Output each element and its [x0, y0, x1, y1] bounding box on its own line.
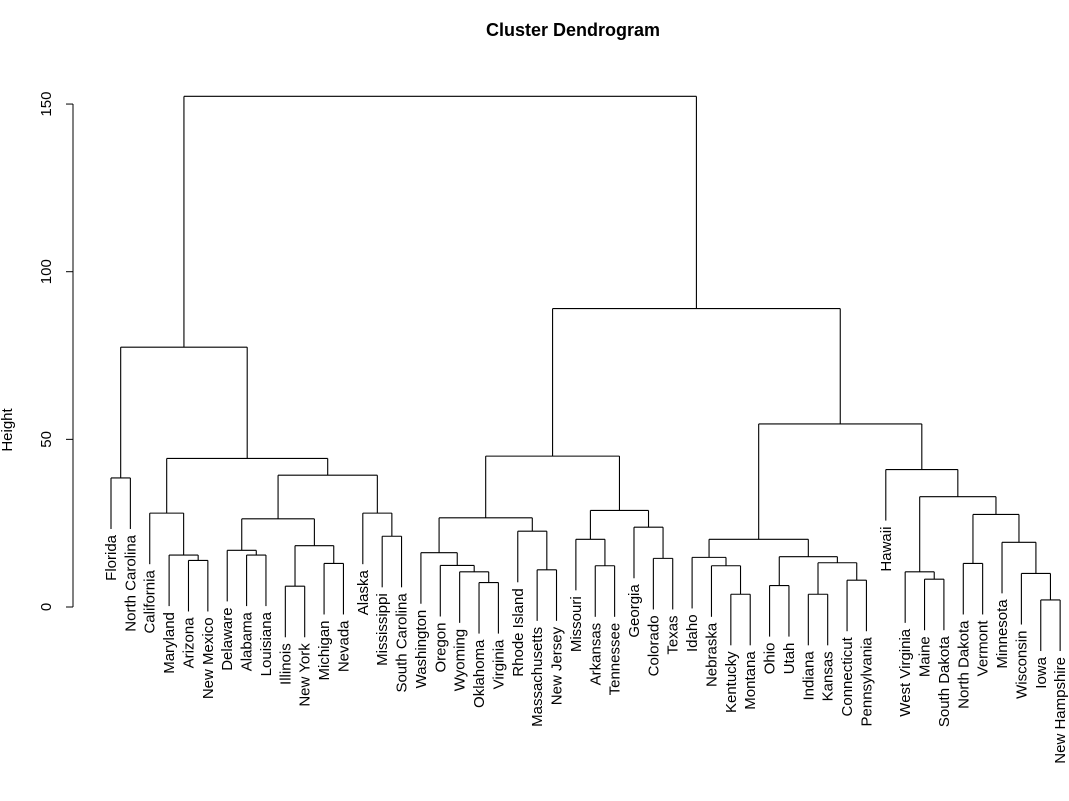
- leaf-label: Oklahoma: [471, 639, 488, 708]
- leaf-label: Virginia: [490, 639, 507, 689]
- y-tick-label: 0: [38, 603, 55, 611]
- leaf-label: North Carolina: [122, 534, 139, 631]
- leaf-label: Wisconsin: [1013, 631, 1030, 699]
- leaf-label: Nebraska: [703, 622, 720, 687]
- leaf-label: Missouri: [568, 596, 585, 652]
- chart-title: Cluster Dendrogram: [486, 20, 660, 40]
- y-tick-label: 50: [38, 431, 55, 448]
- y-axis-label: Height: [0, 407, 16, 451]
- leaf-label: Minnesota: [994, 599, 1011, 669]
- y-tick-label: 100: [38, 259, 55, 284]
- leaf-label: Idaho: [684, 614, 701, 652]
- leaf-label: South Carolina: [394, 593, 411, 693]
- leaf-label: Delaware: [219, 607, 236, 670]
- leaf-label: North Dakota: [955, 620, 972, 709]
- leaf-label: Arkansas: [587, 623, 604, 686]
- leaf-label: Maryland: [161, 612, 178, 674]
- leaf-label: Vermont: [975, 620, 992, 677]
- leaf-label: Alaska: [355, 570, 372, 616]
- leaf-label: Nevada: [335, 620, 352, 672]
- leaf-label: Rhode Island: [510, 588, 527, 676]
- leaf-label: Ohio: [762, 643, 779, 675]
- leaf-label: Georgia: [626, 584, 643, 638]
- leaf-label: Mississippi: [374, 593, 391, 666]
- leaf-label: New Jersey: [549, 626, 566, 705]
- leaf-label: Massachusetts: [529, 627, 546, 727]
- leaf-label: Connecticut: [839, 636, 856, 716]
- leaf-label: Hawaii: [878, 527, 895, 572]
- leaf-label: Alabama: [239, 611, 256, 671]
- leaf-label: Indiana: [800, 651, 817, 701]
- leaf-label: Texas: [665, 615, 682, 654]
- leaf-label: Illinois: [277, 643, 294, 685]
- leaf-label: Montana: [742, 651, 759, 710]
- leaf-label: Louisiana: [258, 611, 275, 676]
- leaf-label: Kentucky: [723, 651, 740, 713]
- leaf-label: Oregon: [432, 622, 449, 672]
- leaf-label: Florida: [103, 534, 120, 581]
- leaf-label: New Mexico: [200, 617, 217, 699]
- leaf-label: Utah: [781, 643, 798, 675]
- leaf-label: West Virginia: [897, 628, 914, 716]
- leaf-label: Kansas: [820, 651, 837, 701]
- leaf-label: Tennessee: [607, 623, 624, 696]
- dendrogram-branches: [110, 95, 1061, 652]
- leaf-label: New York: [297, 643, 314, 707]
- y-tick-label: 150: [38, 92, 55, 117]
- y-axis: 0 50 100 150: [38, 92, 74, 611]
- leaf-label: South Dakota: [936, 636, 953, 728]
- leaf-label: Colorado: [645, 615, 662, 676]
- leaf-label: California: [142, 570, 159, 634]
- leaf-label: Iowa: [1033, 656, 1050, 688]
- leaf-label: Michigan: [316, 620, 333, 680]
- leaf-label: Arizona: [180, 617, 197, 669]
- leaf-label: New Hampshire: [1052, 657, 1069, 764]
- leaf-label: Maine: [917, 636, 934, 677]
- leaf-label: Pennsylvania: [858, 637, 875, 727]
- leaf-label: Washington: [413, 610, 430, 689]
- leaf-label: Wyoming: [452, 629, 469, 691]
